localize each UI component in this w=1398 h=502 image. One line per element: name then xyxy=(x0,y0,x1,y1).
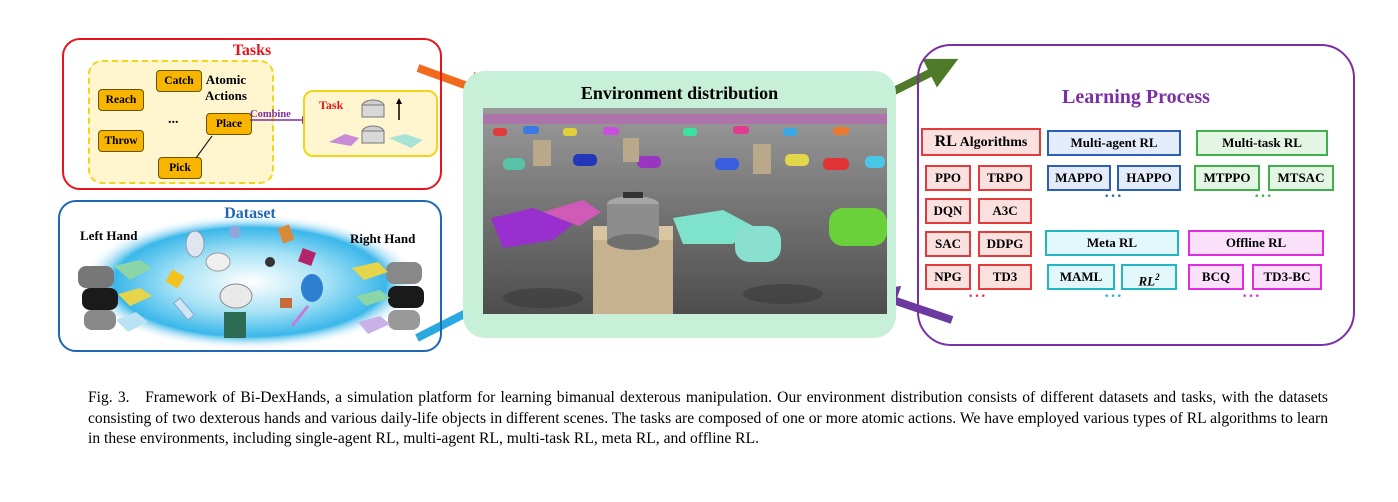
environment-scene-render xyxy=(483,108,887,314)
learning-title: Learning Process xyxy=(1062,86,1210,108)
algo-a3c: A3C xyxy=(978,198,1032,224)
action-reach: Reach xyxy=(98,89,144,111)
multi-agent-more-dots: ··· xyxy=(1104,188,1124,205)
atomic-label-line1: Atomic xyxy=(205,72,247,87)
algo-happo: HAPPO xyxy=(1117,165,1181,191)
multi-agent-header: Multi-agent RL xyxy=(1047,130,1181,156)
pick-to-place-line xyxy=(195,135,213,159)
combine-label: Combine xyxy=(250,109,291,120)
dataset-glow-illustration xyxy=(78,214,424,350)
tasks-title: Tasks xyxy=(232,42,272,59)
algo-rl2: RL2 xyxy=(1121,264,1177,290)
action-throw: Throw xyxy=(98,130,144,152)
task-illustration xyxy=(329,98,423,148)
dataset-panel: Dataset Left Hand Right Hand xyxy=(58,200,442,352)
atomic-actions-area: Atomic Actions Reach Catch Throw ... Pla… xyxy=(88,60,274,184)
algo-sac: SAC xyxy=(925,231,971,257)
rl-title-algorithms: Algorithms xyxy=(959,135,1028,150)
rl-title-rl: RL xyxy=(934,133,957,150)
action-place: Place xyxy=(206,113,252,135)
left-hand-label: Left Hand xyxy=(80,228,138,243)
algo-dqn: DQN xyxy=(925,198,971,224)
dataset-title: Dataset xyxy=(224,205,276,222)
task-box: Task xyxy=(303,90,438,157)
algo-ddpg: DDPG xyxy=(978,231,1032,257)
algo-mappo: MAPPO xyxy=(1047,165,1111,191)
rl-algorithms-header: RL Algorithms xyxy=(921,128,1041,156)
figure-caption: Fig. 3. Framework of Bi-DexHands, a simu… xyxy=(88,388,1328,450)
learning-process-panel: Learning Process xyxy=(917,44,1355,346)
multi-task-header: Multi-task RL xyxy=(1196,130,1328,156)
offline-more-dots: ··· xyxy=(1242,288,1262,305)
meta-more-dots: ··· xyxy=(1104,288,1124,305)
environment-title: Environment distribution xyxy=(580,83,779,103)
scene-illustration xyxy=(483,108,887,314)
caption-text: Framework of Bi-DexHands, a simulation p… xyxy=(88,389,1328,447)
caption-label: Fig. 3. xyxy=(88,389,130,406)
action-pick: Pick xyxy=(158,157,202,179)
algo-td3-bc: TD3-BC xyxy=(1252,264,1322,290)
rl-more-dots: ··· xyxy=(968,288,988,305)
meta-rl-header: Meta RL xyxy=(1045,230,1179,256)
algo-ppo: PPO xyxy=(925,165,971,191)
tasks-panel: Tasks xyxy=(62,38,442,190)
algo-bcq: BCQ xyxy=(1188,264,1244,290)
algo-rl2-base: RL xyxy=(1138,273,1156,289)
task-label: Task xyxy=(319,98,344,112)
right-hand-label: Right Hand xyxy=(350,231,416,246)
algo-rl2-sup: 2 xyxy=(1155,272,1160,282)
atomic-actions-label: Atomic Actions xyxy=(205,72,247,104)
algo-npg: NPG xyxy=(925,264,971,290)
multi-task-more-dots: ··· xyxy=(1254,188,1274,205)
algo-maml: MAML xyxy=(1047,264,1115,290)
offline-rl-header: Offline RL xyxy=(1188,230,1324,256)
actions-ellipsis: ... xyxy=(168,112,179,127)
action-catch: Catch xyxy=(156,70,202,92)
atomic-label-line2: Actions xyxy=(205,88,247,103)
algo-mtppo: MTPPO xyxy=(1194,165,1260,191)
algo-mtsac: MTSAC xyxy=(1268,165,1334,191)
algo-trpo: TRPO xyxy=(978,165,1032,191)
algo-td3: TD3 xyxy=(978,264,1032,290)
